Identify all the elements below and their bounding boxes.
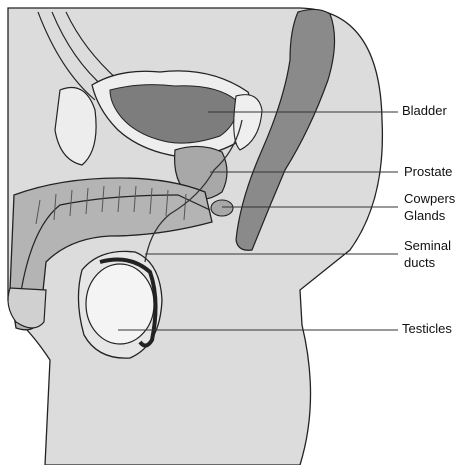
- bladder-lumen: [109, 84, 238, 144]
- pubic-bone: [54, 86, 97, 166]
- label-testicles: Testicles: [402, 321, 452, 336]
- label-prostate: Prostate: [404, 164, 453, 179]
- epididymis: [99, 257, 158, 348]
- urethra: [17, 194, 211, 313]
- glans: [7, 287, 47, 329]
- seminal-duct-path: [144, 119, 243, 263]
- label-cowpers-line1: Cowpers: [404, 191, 456, 206]
- label-bladder: Bladder: [402, 103, 447, 118]
- label-seminal-line1: Seminal: [404, 238, 451, 253]
- erectile-tissue-lines: [35, 185, 187, 225]
- seminal-vesicle: [233, 94, 263, 151]
- cowpers-gland: [210, 199, 234, 217]
- testicle: [85, 263, 155, 345]
- rectum: [235, 8, 336, 251]
- label-cowpers-line2: Glands: [404, 208, 446, 223]
- label-seminal-line2: ducts: [404, 255, 436, 270]
